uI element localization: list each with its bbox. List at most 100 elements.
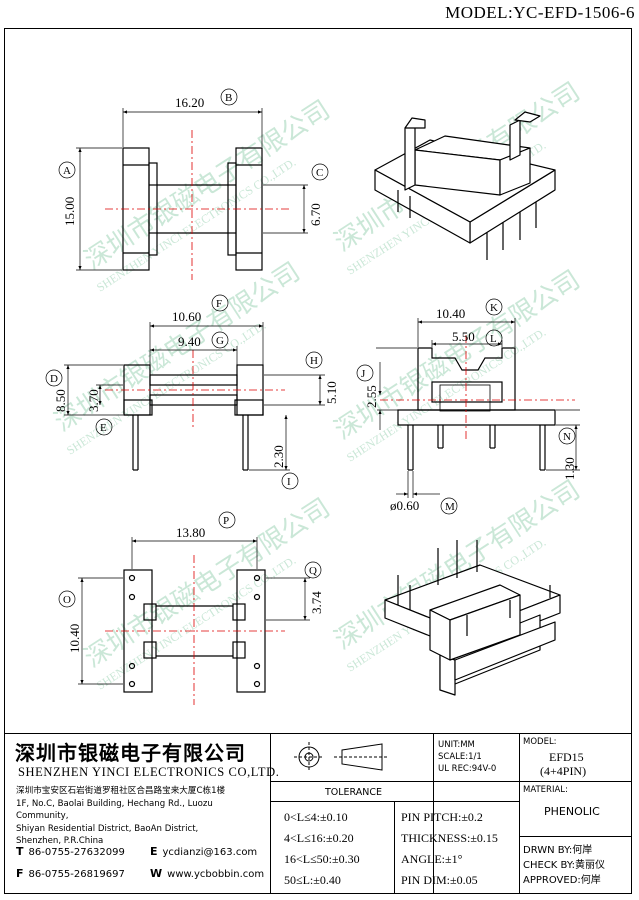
email-label: E	[150, 845, 158, 858]
dim-letter-E: E	[100, 422, 107, 434]
dim-value-A: 15.00	[62, 197, 77, 226]
dims-end	[356, 298, 580, 515]
scale: SCALE:1/1	[438, 752, 482, 762]
dim-letter-M: M	[445, 501, 455, 513]
company-address: 深圳市宝安区石岩街道罗租社区合昌路宝来大厦C栋1楼 1F, No.C, Baol…	[16, 785, 266, 848]
dim-letter-I: I	[287, 476, 291, 488]
dim-value-C: 6.70	[308, 203, 323, 226]
dim-letter-J: J	[361, 368, 366, 380]
dim-value-K: 10.40	[436, 306, 465, 321]
tolerance-row: 0<L≤4:±0.10	[284, 810, 348, 824]
model-label: MODEL:	[523, 737, 557, 747]
dim-value-B: 16.20	[175, 95, 204, 110]
dim-value-E: 3.70	[86, 389, 101, 412]
dim-letter-H: H	[310, 355, 318, 367]
dim-value-O: 10.40	[67, 624, 82, 653]
pin-spec-row: PIN PITCH:±0.2	[401, 810, 483, 824]
check-by: CHECK BY:黄丽仪	[523, 860, 606, 871]
address-en-line: 1F, No.C, Baolai Building, Hechang Rd., …	[16, 798, 213, 822]
approved-by: APPROVED:何岸	[523, 875, 601, 886]
contact-tel: T 86-0755-27632099	[16, 845, 125, 858]
dim-value-L: 5.50	[452, 329, 475, 344]
dim-letter-P: P	[223, 515, 229, 527]
dims-front	[58, 88, 329, 271]
watermark-cn: 深圳市银磁电子有限公司	[79, 493, 335, 673]
pin-spec-row: PIN DIM:±0.05	[401, 873, 478, 887]
address-en-line: Shenzhen, P.R.China	[16, 836, 104, 847]
dim-value-D: 8.50	[53, 389, 68, 412]
dim-letter-O: O	[63, 594, 71, 606]
technical-drawing: 深圳市银磁电子有限公司 SHENZHEN YINCI ELECTRONICS C…	[45, 77, 585, 705]
dim-value-M: ø0.60	[390, 498, 419, 513]
dim-value-F: 10.60	[172, 309, 201, 324]
tel-label: T	[16, 845, 24, 858]
dim-value-N: 1.30	[562, 457, 577, 480]
watermark-cn: 深圳市银磁电子有限公司	[329, 265, 585, 445]
drawn-by: DRWN BY:何岸	[523, 845, 593, 856]
tel-value: 86-0755-27632099	[28, 847, 125, 858]
centerlines-bottom	[105, 555, 285, 705]
dim-letter-D: D	[50, 373, 58, 385]
dim-letter-N: N	[563, 431, 571, 443]
fax-label: F	[16, 867, 24, 880]
dim-value-I: 2.30	[271, 445, 286, 468]
drawing-specs: UNIT:MM SCALE:1/1 UL REC:94V-0	[438, 739, 496, 775]
dim-letter-Q: Q	[309, 565, 317, 577]
dim-value-Q: 3.74	[309, 591, 324, 614]
address-en-line: Shiyan Residential District, BaoAn Distr…	[16, 823, 199, 834]
dim-letter-K: K	[490, 302, 498, 314]
email-value[interactable]: ycdianzi@163.com	[162, 847, 258, 858]
tolerance-list: 0<L≤4:±0.10 4<L≤16:±0.20 16<L≤50:±0.30 5…	[284, 807, 360, 891]
dims-bottom	[58, 511, 322, 685]
tolerance-title: TOLERANCE	[324, 787, 383, 798]
address-cn: 深圳市宝安区石岩街道罗租社区合昌路宝来大厦C栋1楼	[16, 786, 226, 796]
centerlines-front	[105, 130, 290, 280]
drawing-frame	[4, 28, 632, 894]
labels-front: 16.20 B A 15.00 C 6.70	[62, 92, 323, 226]
dim-letter-G: G	[216, 335, 224, 347]
centerlines-end	[380, 335, 575, 440]
pin-spec-list: PIN PITCH:±0.2 THICKNESS:±0.15 ANGLE:±1°…	[401, 807, 498, 891]
tolerance-row: 16<L≤50:±0.30	[284, 852, 360, 866]
company-name-en: SHENZHEN YINCI ELECTRONICS CO,LTD.	[18, 765, 280, 779]
labels-side: 10.60 F 9.40 G D 8.50 3.70 E H 5.10 2.30…	[50, 298, 339, 488]
web-label: W	[150, 867, 163, 880]
isometric-view-2	[384, 540, 561, 696]
dim-letter-A: A	[63, 165, 71, 177]
title-block: 深圳市银磁电子有限公司 SHENZHEN YINCI ELECTRONICS C…	[4, 733, 632, 894]
pin-spec-row: ANGLE:±1°	[401, 852, 463, 866]
tolerance-row: 4<L≤16:±0.20	[284, 831, 354, 845]
labels-end: 10.40 K 5.50 L J 2.55 N 1.30 ø0.60 M	[361, 302, 577, 513]
model-header: MODEL:YC-EFD-1506-6	[445, 3, 635, 22]
unit: UNIT:MM	[438, 740, 475, 750]
view-side	[123, 364, 264, 471]
dim-letter-B: B	[225, 92, 232, 104]
tolerance-row: 50≤L:±0.40	[284, 873, 341, 887]
approval-block: DRWN BY:何岸 CHECK BY:黄丽仪 APPROVED:何岸	[523, 843, 605, 888]
dims-side	[45, 294, 325, 490]
dim-value-H: 5.10	[324, 381, 339, 404]
centerlines-side	[105, 350, 285, 430]
contact-fax: F 86-0755-26819697	[16, 867, 125, 880]
model-value: EFD15	[549, 750, 584, 764]
ul-rec: UL REC:94V-0	[438, 764, 497, 774]
dim-letter-C: C	[316, 167, 323, 179]
fax-value: 86-0755-26819697	[28, 869, 125, 880]
web-value[interactable]: www.ycbobbin.com	[167, 869, 265, 880]
dim-letter-L: L	[490, 333, 497, 345]
labels-bottom: 13.80 P O 10.40 Q 3.74	[63, 515, 324, 653]
company-name-cn: 深圳市银磁电子有限公司	[15, 741, 246, 765]
dim-value-J: 2.55	[364, 385, 379, 408]
dim-value-P: 13.80	[176, 525, 205, 540]
title-block-grid	[4, 733, 632, 894]
pin-spec-row: THICKNESS:±0.15	[401, 831, 498, 845]
model-pins: (4+4PIN)	[540, 764, 587, 778]
view-end	[397, 347, 556, 471]
material-value: PHENOLIC	[544, 805, 600, 818]
isometric-view-1	[374, 111, 556, 260]
dim-value-G: 9.40	[178, 334, 201, 349]
dim-letter-F: F	[216, 298, 222, 310]
